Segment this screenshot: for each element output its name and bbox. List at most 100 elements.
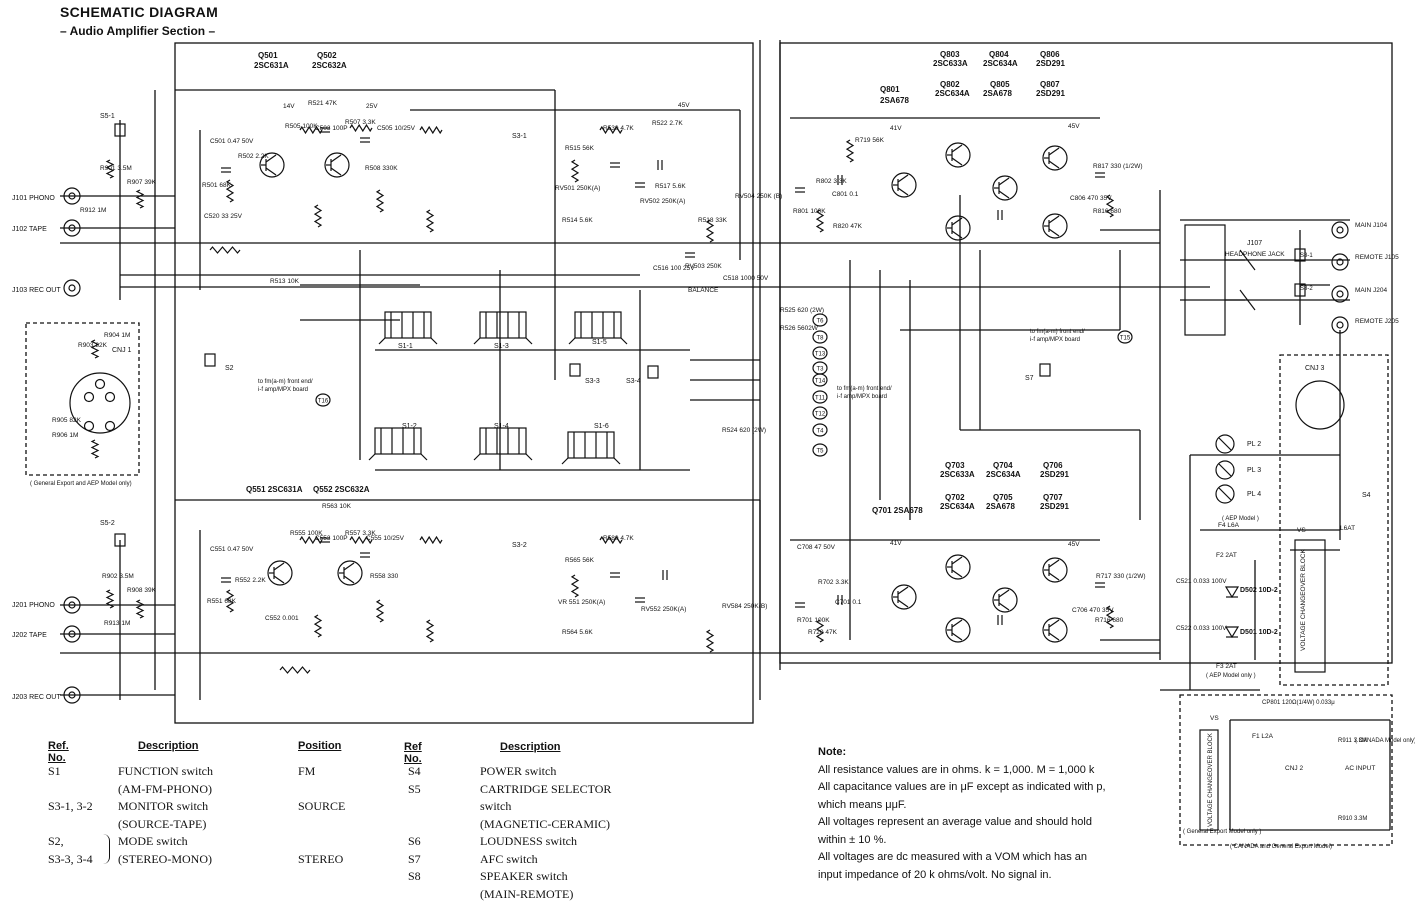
table-cell-desc: (STEREO-MONO)	[118, 851, 212, 866]
component-label: Q807	[1040, 80, 1060, 89]
slide-switch	[647, 365, 659, 379]
component-label: S5-2	[100, 520, 115, 527]
wire	[343, 562, 355, 571]
component-label: J202 TAPE	[12, 632, 47, 639]
din-pin	[83, 420, 95, 432]
table-header-desc: Description	[138, 740, 199, 752]
component-label: Q702	[945, 493, 965, 502]
jack-center	[68, 284, 76, 292]
component-label: J102 TAPE	[12, 226, 47, 233]
component-label: R524 620 (2W)	[722, 427, 766, 434]
component-label: C522 0.033 100V	[1176, 625, 1227, 632]
component-label: 2SC634A	[935, 89, 970, 98]
component-label: i-f amp/MPX board	[837, 394, 887, 400]
component-label: C701 0.1	[835, 599, 862, 606]
component-label: F3 2AT	[1216, 663, 1237, 670]
wire	[473, 337, 481, 345]
component-label: R564 5.6K	[562, 629, 593, 636]
table-cell-pos: SOURCE	[298, 799, 346, 813]
component-label: R501 68K	[202, 182, 232, 189]
component-label: VR 551 250K(A)	[558, 599, 605, 606]
component-label: Q706	[1043, 461, 1063, 470]
component-label: R505 100K	[285, 123, 318, 130]
table-cell-desc2: AFC switch	[480, 851, 538, 866]
component-label: R911 3.3M	[1338, 738, 1367, 744]
wire	[1048, 160, 1060, 169]
component-label: ( CANADA and General Export Model)	[1230, 844, 1332, 850]
component-label: J103 REC OUT	[12, 287, 61, 294]
terminal-label: T11	[815, 396, 826, 402]
wire	[265, 154, 277, 163]
component-label: C706 470 35V	[1072, 607, 1114, 614]
jack-center	[1336, 290, 1344, 298]
component-label: C801 0.1	[832, 191, 859, 198]
component-label: RV502 250K(A)	[640, 198, 685, 205]
resistor	[425, 619, 435, 643]
resistor	[425, 209, 435, 233]
component-label: R719 56K	[855, 137, 885, 144]
component-label: Q704	[993, 461, 1013, 470]
terminal-label: T4	[816, 429, 824, 435]
terminal-label: T3	[816, 367, 824, 373]
headphone-jack-j107	[1184, 224, 1226, 336]
wire	[525, 337, 533, 345]
transistor	[337, 560, 363, 586]
component-label: 2SA678	[986, 502, 1015, 511]
component-label: VS	[1210, 715, 1219, 722]
output-jack	[1331, 221, 1349, 239]
resistor	[705, 219, 715, 243]
table-cell-ref2: S4	[408, 764, 421, 778]
component-label: R913 1M	[104, 620, 130, 627]
note-line: All resistance values are in ohms. k = 1…	[818, 763, 1095, 776]
terminal-marker	[812, 330, 828, 344]
transistor	[945, 142, 971, 168]
terminal-label: T15	[1120, 336, 1131, 342]
note-line: All voltages represent an average value …	[818, 816, 1092, 828]
component-label: BALANCE	[688, 287, 719, 294]
component-label: Q501	[258, 51, 278, 60]
component-label: S1-2	[402, 423, 417, 430]
component-label: to fm(a-m) front end/	[1030, 329, 1085, 335]
component-label: R580 4.7K	[603, 535, 634, 542]
component-label: R908 39K	[127, 587, 157, 594]
component-label: PL 2	[1247, 441, 1261, 448]
component-label: J101 PHONO	[12, 195, 55, 202]
wire	[1048, 228, 1060, 237]
transistor	[259, 152, 285, 178]
component-label: Q701 2SA678	[872, 506, 923, 515]
component-label: R563 10K	[322, 503, 352, 510]
component-label: R558 330	[370, 573, 399, 580]
component-label: R906 1M	[52, 432, 78, 439]
component-label: ( CANADA Model only)	[1355, 738, 1415, 744]
component-label: CNJ 3	[1305, 365, 1325, 372]
terminal-label: T5	[816, 449, 824, 455]
wire	[1048, 572, 1060, 581]
component-label: S1-5	[592, 339, 607, 346]
transistor	[945, 617, 971, 643]
transistor	[324, 152, 350, 178]
component-label: R515 56K	[565, 145, 595, 152]
brace-mark	[103, 834, 110, 864]
note-line: within ± 10 %.	[818, 833, 887, 846]
component-label: R502 2.2K	[238, 153, 269, 160]
component-label: S1-3	[494, 343, 509, 350]
component-label: 2SC634A	[940, 502, 975, 511]
table-cell-desc: MODE switch	[118, 834, 188, 848]
wire	[951, 632, 963, 641]
component-label: VS	[1297, 527, 1306, 534]
table-cell-desc2: SPEAKER switch	[480, 869, 568, 883]
table-header-desc2: Description	[500, 741, 561, 753]
frame-dashed-canada	[1179, 694, 1393, 846]
wire	[951, 157, 963, 166]
component-label: R902 3.5M	[102, 573, 134, 580]
input-jack	[63, 686, 81, 704]
component-label: Q703	[945, 461, 965, 470]
wire	[897, 599, 909, 608]
din-pin	[83, 391, 95, 403]
wire	[1048, 632, 1060, 641]
component-label: R702 3.3K	[818, 579, 849, 586]
wire	[951, 230, 963, 239]
terminal-marker	[315, 393, 331, 407]
wire	[343, 575, 355, 584]
resistor	[570, 159, 580, 183]
